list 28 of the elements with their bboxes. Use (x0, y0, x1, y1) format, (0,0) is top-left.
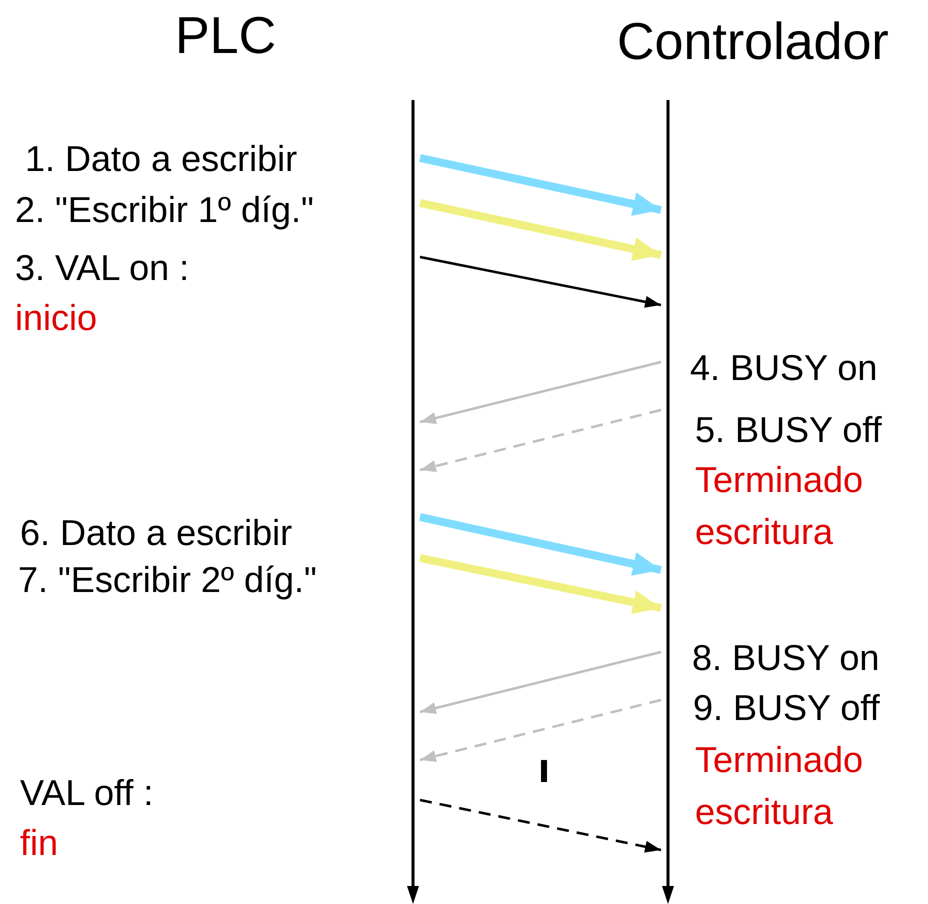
arrow (419, 513, 662, 576)
message-label: VAL off : (20, 773, 154, 813)
message-label: 5. BUSY off (695, 410, 882, 450)
arrow (420, 408, 662, 472)
arrow (420, 698, 662, 762)
message-label: 8. BUSY on (692, 638, 880, 678)
arrow (419, 154, 662, 216)
arrow (420, 256, 662, 308)
message-label: 7. "Escribir 2º díg." (18, 560, 317, 600)
arrow (420, 798, 662, 853)
lifeline-title: Controlador (617, 14, 889, 70)
message-label: fin (20, 823, 58, 863)
message-label: 9. BUSY off (693, 688, 880, 728)
lifeline (406, 100, 420, 904)
message-label: inicio (15, 298, 98, 338)
lifeline-title: PLC (175, 8, 276, 64)
message-label: Terminado escritura (695, 738, 864, 834)
arrow (420, 360, 662, 424)
arrow (419, 199, 662, 261)
message-label: 3. VAL on : (15, 248, 190, 288)
message-label: Terminado escritura (695, 458, 864, 554)
message-label: 1. Dato a escribir (25, 139, 298, 179)
lifeline (661, 100, 675, 904)
message-label: 6. Dato a escribir (20, 513, 292, 553)
arrow (420, 650, 662, 714)
message-label: 2. "Escribir 1º díg." (15, 190, 314, 230)
message-label: 4. BUSY on (690, 348, 878, 388)
arrow (419, 554, 662, 614)
